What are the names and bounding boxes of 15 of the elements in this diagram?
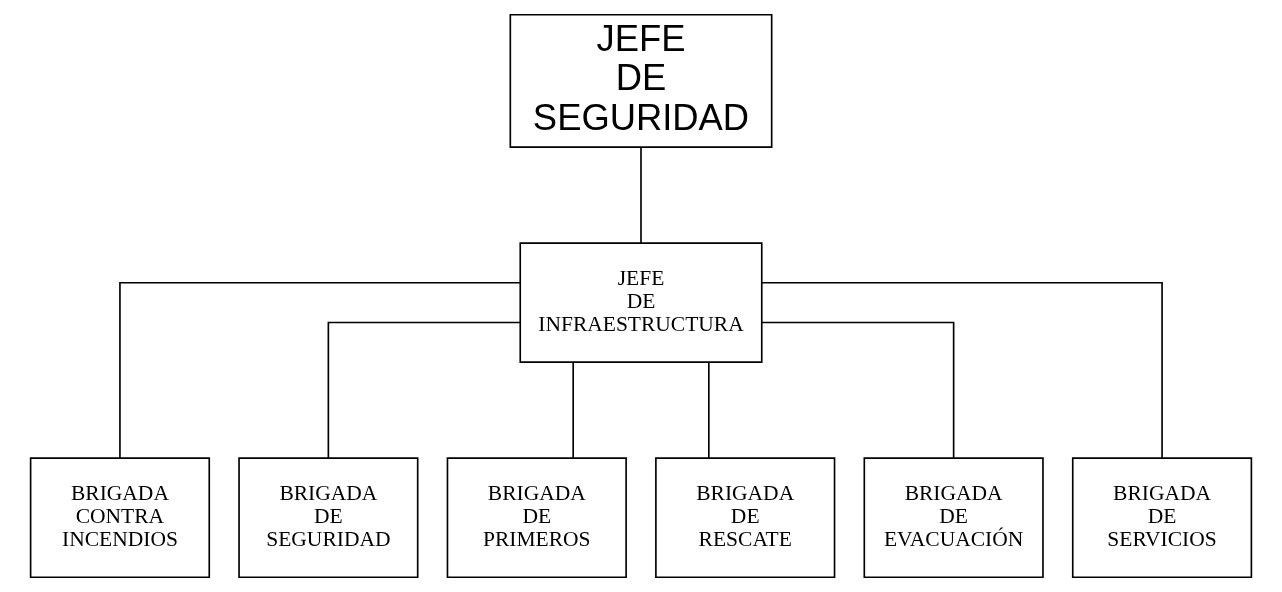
node-box: BRIGADA DE SEGURIDAD	[238, 457, 419, 579]
connector	[572, 361, 574, 459]
node-box: JEFE DE SEGURIDAD	[509, 13, 773, 148]
connector	[761, 321, 955, 459]
node-box: JEFE DE INFRAESTRUCTURA	[519, 242, 763, 363]
node-box: BRIGADA DE RESCATE	[655, 457, 836, 579]
connector	[761, 281, 1163, 459]
connector	[708, 361, 710, 459]
connector	[327, 321, 521, 459]
connector	[640, 146, 642, 244]
node-box: BRIGADA CONTRA INCENDIOS	[29, 457, 211, 579]
node-box: BRIGADA DE SERVICIOS	[1071, 457, 1253, 579]
node-box: BRIGADA DE PRIMEROS	[446, 457, 627, 579]
connector	[119, 281, 521, 459]
node-box: BRIGADA DE EVACUACIÓN	[863, 457, 1044, 579]
